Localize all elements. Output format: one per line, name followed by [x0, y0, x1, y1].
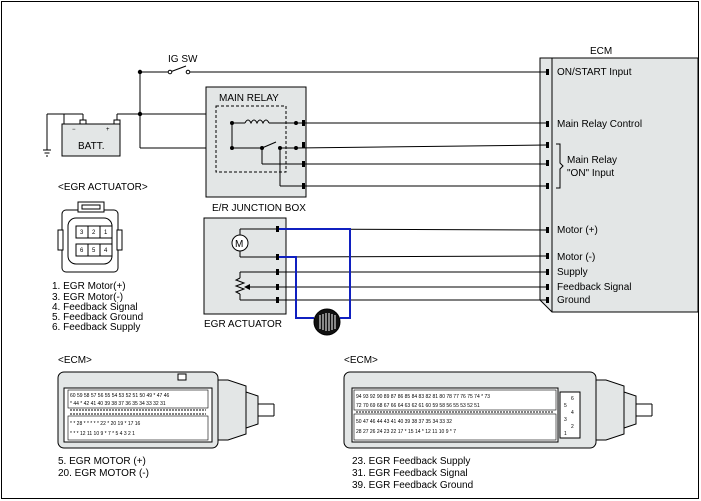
- ecm-left-row: 60 59 58 57 56 55 54 53 52 51 50 49 * 47…: [70, 393, 169, 399]
- battery-minus: −: [72, 127, 76, 133]
- ecm-right-note: 31. EGR Feedback Signal: [352, 468, 468, 479]
- ecm-right-heading: <ECM>: [344, 355, 378, 366]
- ecm-pin-motor-minus: Motor (-): [557, 252, 595, 263]
- ecm-right-note: 23. EGR Feedback Supply: [352, 456, 470, 467]
- actuator-connector: 3 2 1 6 5 4: [57, 201, 123, 273]
- egr-actuator-label: EGR ACTUATOR: [204, 319, 282, 330]
- actuator-pin-legend: 1. EGR Motor(+) 3. EGR Motor(-) 4. Feedb…: [52, 281, 143, 333]
- actuator-legend-item: 4. Feedback Signal: [52, 302, 138, 313]
- actuator-pin: 5: [92, 248, 96, 254]
- ecm-right-side-pin: 1: [564, 431, 567, 437]
- junction-dot: [137, 69, 143, 75]
- actuator-legend-item: 6. Feedback Supply: [52, 322, 140, 333]
- ecm-block: ECM ON/START Input Main Relay Control Ma…: [539, 46, 699, 313]
- ig-sw-label: IG SW: [168, 54, 198, 65]
- actuator-legend-item: 3. EGR Motor(-): [52, 292, 123, 303]
- shield-ground-icon: [313, 308, 341, 336]
- potentiometer-symbol: [234, 277, 246, 295]
- actuator-pin: 3: [80, 230, 84, 236]
- ecm-right-row: 50 47 46 44 43 41 40 39 38 37 35 34 33 3…: [356, 419, 452, 425]
- ecm-pin-main-relay-control: Main Relay Control: [557, 119, 642, 130]
- ecm-pin-terminals: [546, 69, 549, 303]
- ecm-title: ECM: [590, 46, 612, 57]
- actuator-pin: 4: [104, 248, 108, 254]
- actuator-legend-item: 1. EGR Motor(+): [52, 281, 126, 292]
- ecm-right-side-pin: 6: [571, 396, 574, 402]
- battery: − + BATT.: [61, 119, 121, 157]
- ecm-pin-main-relay-on-2: "ON" Input: [567, 168, 614, 179]
- junction-dot: [137, 111, 143, 117]
- ecm-box: [539, 57, 699, 313]
- ecm-left-note: 20. EGR MOTOR (-): [58, 468, 149, 479]
- ecm-right-connector: 94 93 92 90 89 87 86 85 84 83 82 81 80 7…: [343, 371, 653, 449]
- ecm-left-row: * 44 * 42 41 40 39 38 37 36 35 34 33 32 …: [70, 401, 166, 407]
- ecm-pin-feedback-signal: Feedback Signal: [557, 282, 632, 293]
- ecm-pin-on-start: ON/START Input: [557, 67, 632, 78]
- actuator-pin: 6: [80, 248, 84, 254]
- actuator-pin: 1: [104, 230, 108, 236]
- ecm-left-heading: <ECM>: [58, 355, 92, 366]
- ecm-pin-main-relay-on-1: Main Relay: [567, 155, 617, 166]
- ecm-right-side-pin: 3: [564, 417, 567, 423]
- actuator-legend-item: 5. Feedback Ground: [52, 312, 143, 323]
- battery-plus: +: [106, 127, 110, 133]
- shield-wire: [279, 228, 351, 319]
- ecm-brace: [556, 143, 564, 189]
- main-relay-label: MAIN RELAY: [219, 93, 279, 104]
- relay-coil: [244, 119, 270, 125]
- ecm-pin-motor-plus: Motor (+): [557, 225, 598, 236]
- ecm-pin-ground: Ground: [557, 295, 590, 306]
- ecm-pin-supply: Supply: [557, 267, 588, 278]
- motor-letter: M: [235, 239, 243, 250]
- ecm-right-side-pin: 5: [564, 403, 567, 409]
- junction-box: MAIN RELAY E/R JUNCTION BOX: [205, 86, 547, 214]
- main-relay-box: [215, 105, 287, 173]
- battery-label: BATT.: [78, 141, 104, 152]
- actuator-wires: [278, 228, 547, 319]
- ecm-left-row: * * * 12 11 10 9 * 7 * 5 4 3 2 1: [70, 431, 135, 437]
- ecm-left-note: 5. EGR MOTOR (+): [58, 456, 146, 467]
- actuator-pin: 2: [92, 230, 96, 236]
- shield-wire: [279, 256, 314, 319]
- ecm-left-row: * * 28 * * * * * 22 * 20 19 * 17 16: [70, 421, 141, 427]
- actuator-heading: <EGR ACTUATOR>: [58, 182, 148, 193]
- ecm-right-side-pin: 2: [571, 424, 574, 430]
- ecm-right-row: 28 27 26 24 23 22 17 * 15 14 * 12 11 10 …: [356, 429, 456, 435]
- ecm-right-note: 39. EGR Feedback Ground: [352, 480, 473, 491]
- ecm-right-side-pin: 4: [571, 410, 574, 416]
- ecm-right-row: 94 93 92 90 89 87 86 85 84 83 82 81 80 7…: [356, 394, 490, 400]
- junction-box-label: E/R JUNCTION BOX: [212, 203, 306, 214]
- ecm-left-connector: 60 59 58 57 56 55 54 53 52 51 50 49 * 47…: [57, 371, 275, 449]
- egr-actuator: M EGR ACTUATOR: [203, 217, 287, 330]
- ecm-right-row: 72 70 69 68 67 66 64 63 62 61 60 59 58 5…: [356, 403, 480, 409]
